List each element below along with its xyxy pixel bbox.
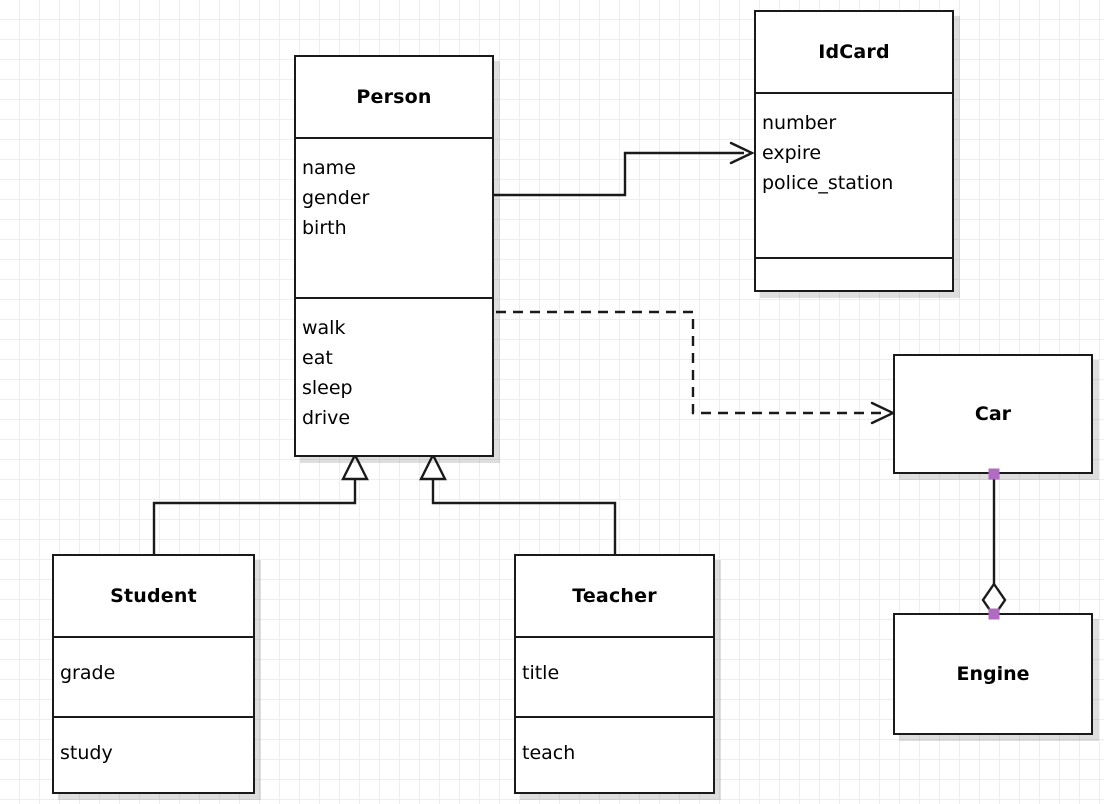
class-name-person: Person (356, 86, 432, 108)
attributes-idcard: number expire police_station (756, 92, 952, 257)
attributes-student: grade (54, 636, 253, 716)
method-item: walk (302, 317, 346, 339)
method-item: study (60, 742, 113, 764)
methods-student: study (54, 716, 253, 794)
attribute-item: expire (762, 142, 822, 164)
class-name-idcard: IdCard (818, 41, 890, 63)
methods-teacher: teach (516, 716, 713, 794)
attribute-item: police_station (762, 172, 894, 194)
class-box-idcard[interactable]: IdCard number expire police_station (754, 10, 954, 292)
edge-car-engine[interactable] (981, 474, 1007, 619)
method-item: teach (522, 742, 576, 764)
method-item: sleep (302, 377, 353, 399)
methods-person: walk eat sleep drive (296, 297, 492, 455)
attribute-item: name (302, 157, 356, 179)
method-item: eat (302, 347, 333, 369)
class-box-student[interactable]: Student grade study (52, 554, 255, 794)
class-box-person[interactable]: Person name gender birth walk eat sleep … (294, 55, 494, 457)
class-name-teacher: Teacher (572, 585, 657, 607)
attribute-item: gender (302, 187, 370, 209)
attribute-item: birth (302, 217, 347, 239)
class-name-engine: Engine (956, 663, 1030, 685)
attributes-teacher: title (516, 636, 713, 716)
attribute-item: number (762, 112, 837, 134)
class-box-engine[interactable]: Engine (893, 613, 1093, 735)
class-name-car: Car (974, 403, 1012, 425)
method-item: drive (302, 407, 351, 429)
attributes-person: name gender birth (296, 137, 492, 297)
class-box-car[interactable]: Car (893, 354, 1093, 474)
attribute-item: title (522, 662, 560, 684)
edge-person-idcard[interactable] (494, 141, 755, 197)
class-box-teacher[interactable]: Teacher title teach (514, 554, 715, 794)
class-name-student: Student (110, 585, 197, 607)
attribute-item: grade (60, 662, 116, 684)
edge-student-person[interactable] (152, 452, 369, 554)
edge-person-car[interactable] (496, 310, 896, 425)
methods-idcard (756, 257, 952, 290)
edge-teacher-person[interactable] (419, 452, 617, 554)
